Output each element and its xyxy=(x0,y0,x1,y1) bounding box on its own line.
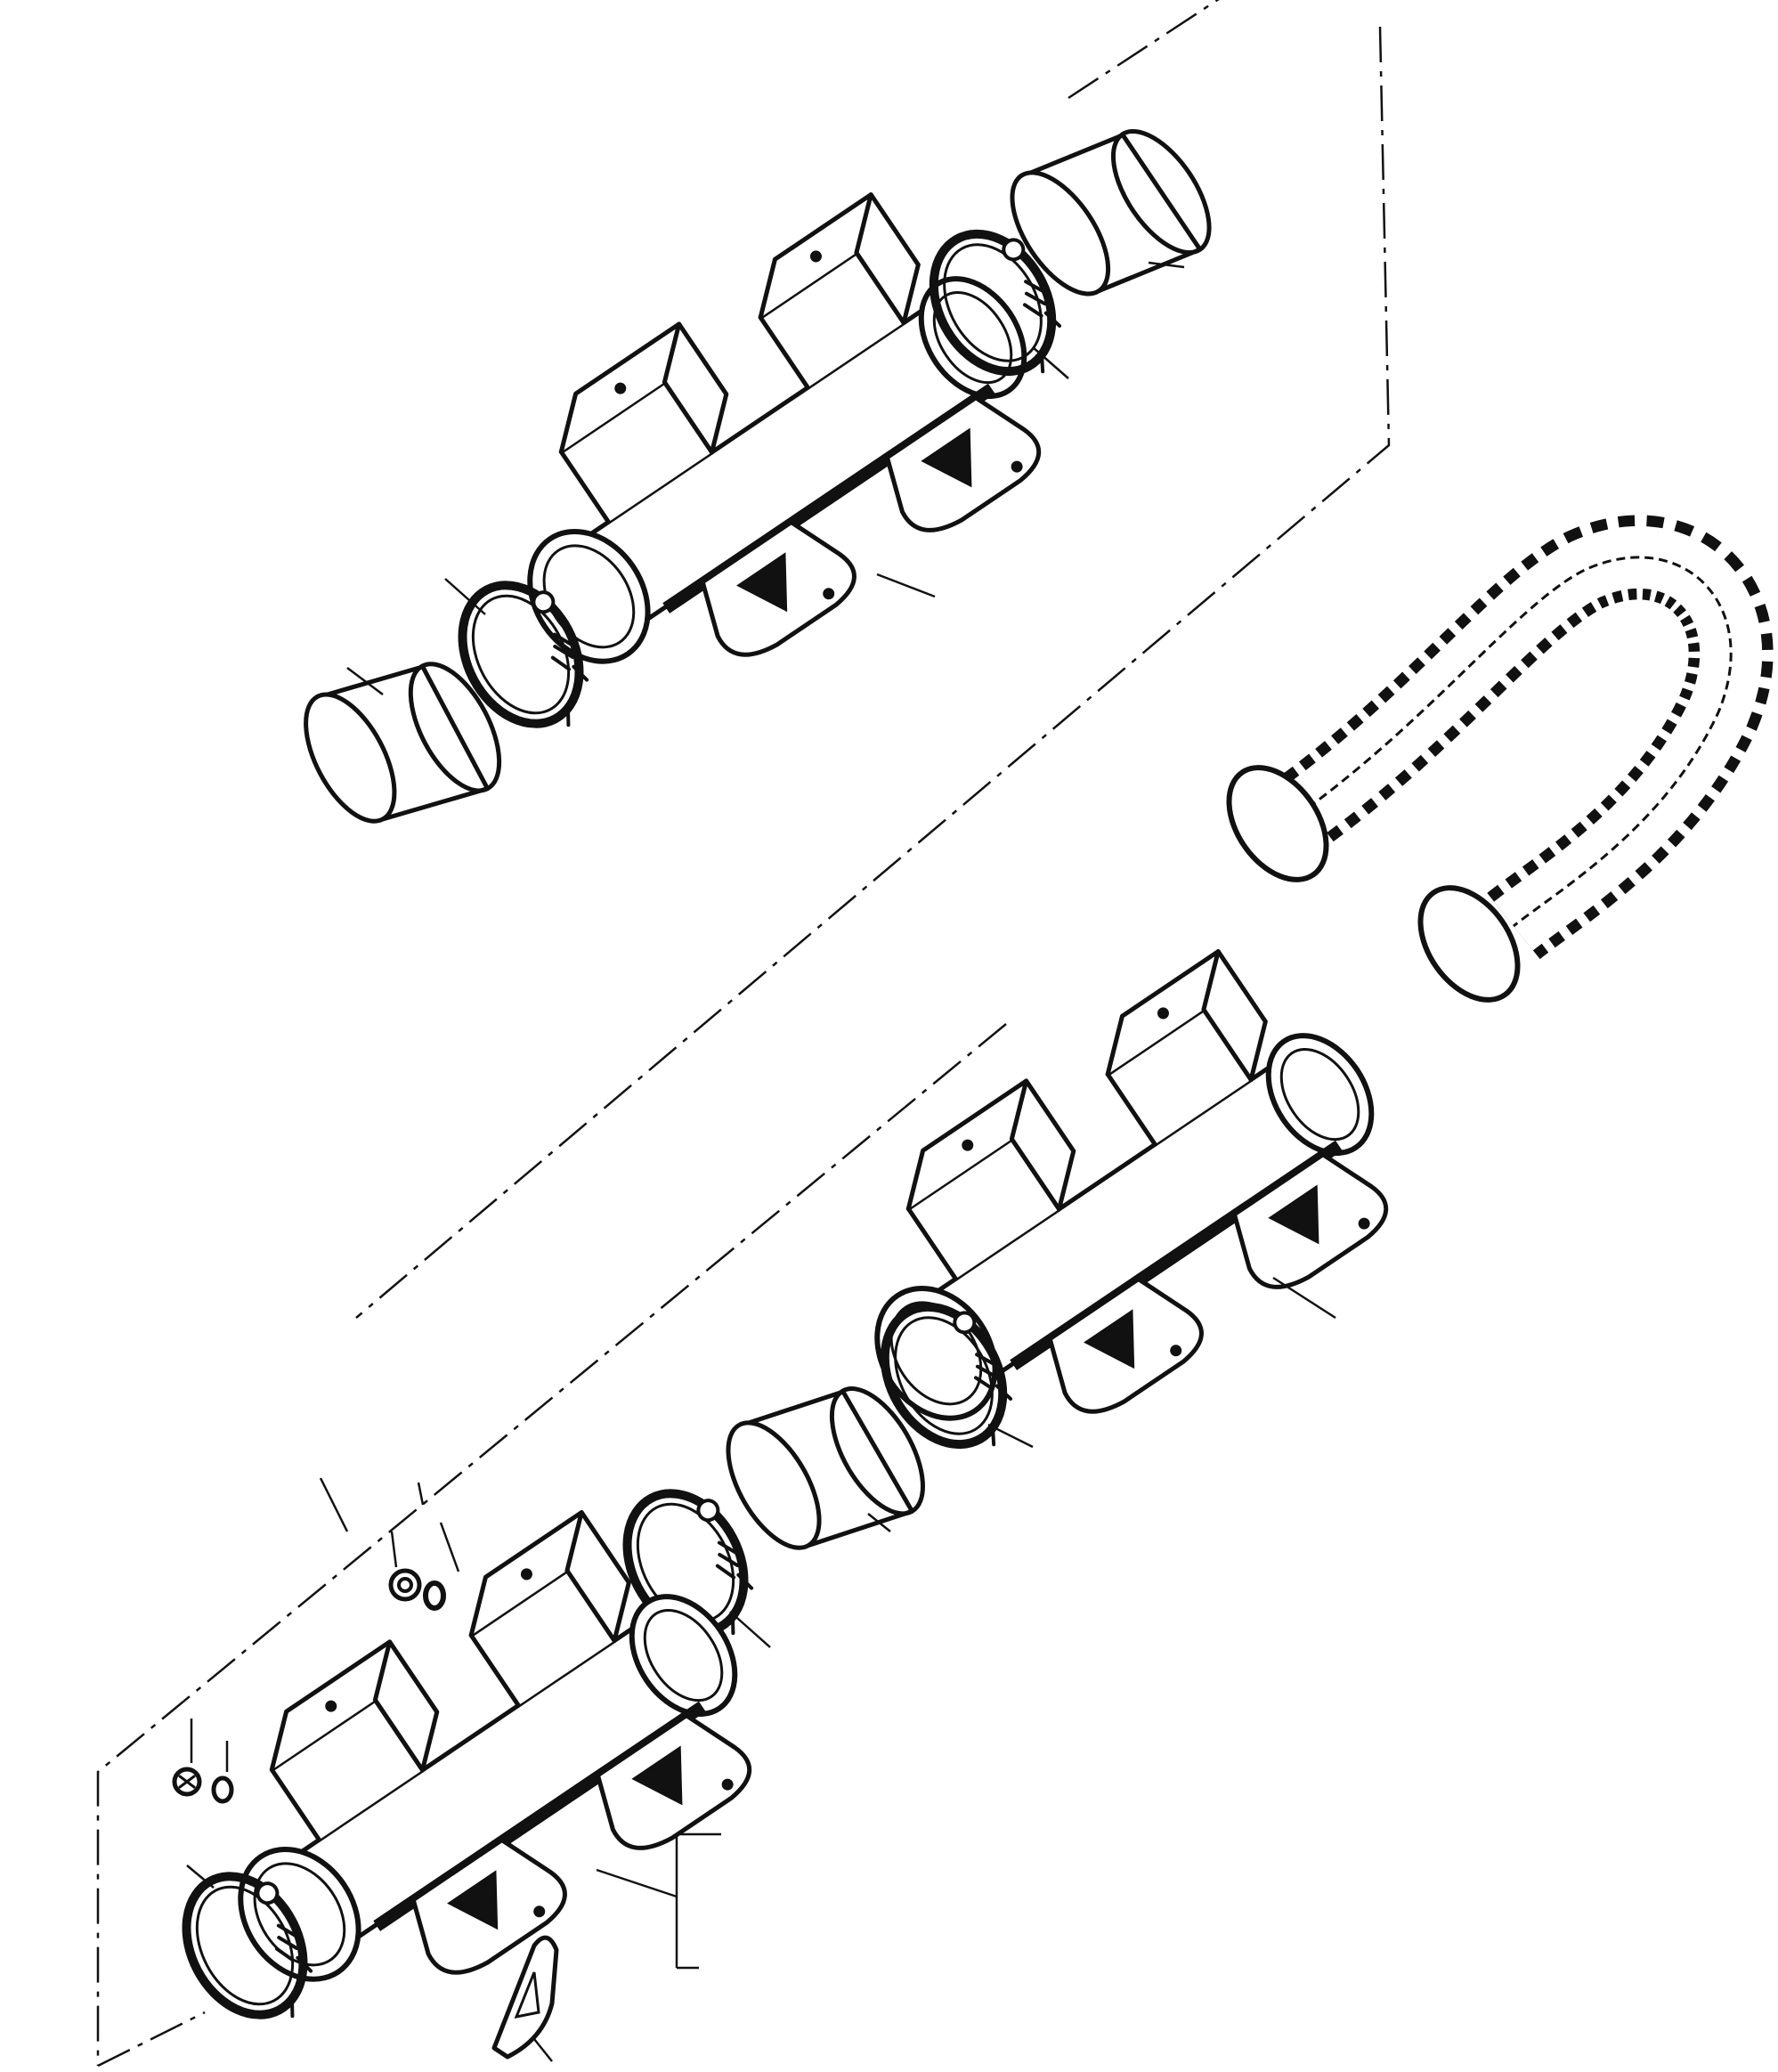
lower-manifold xyxy=(794,924,1439,1504)
leader-lines xyxy=(186,261,1336,2062)
upper-sleeve-left xyxy=(288,630,517,855)
plug-and-washer-top xyxy=(388,1568,446,1611)
rear-manifold xyxy=(158,1485,802,2065)
manifold-gasket xyxy=(491,1935,559,2060)
centerline-upper xyxy=(355,26,1391,1319)
centerline-lower xyxy=(96,1023,1007,2066)
centerline-right xyxy=(1068,0,1220,100)
plug-and-washer-side xyxy=(172,1767,234,1804)
upper-manifold xyxy=(447,167,1092,747)
centerline-bottom xyxy=(97,2011,206,2068)
crossover-hose xyxy=(1226,515,1774,1003)
